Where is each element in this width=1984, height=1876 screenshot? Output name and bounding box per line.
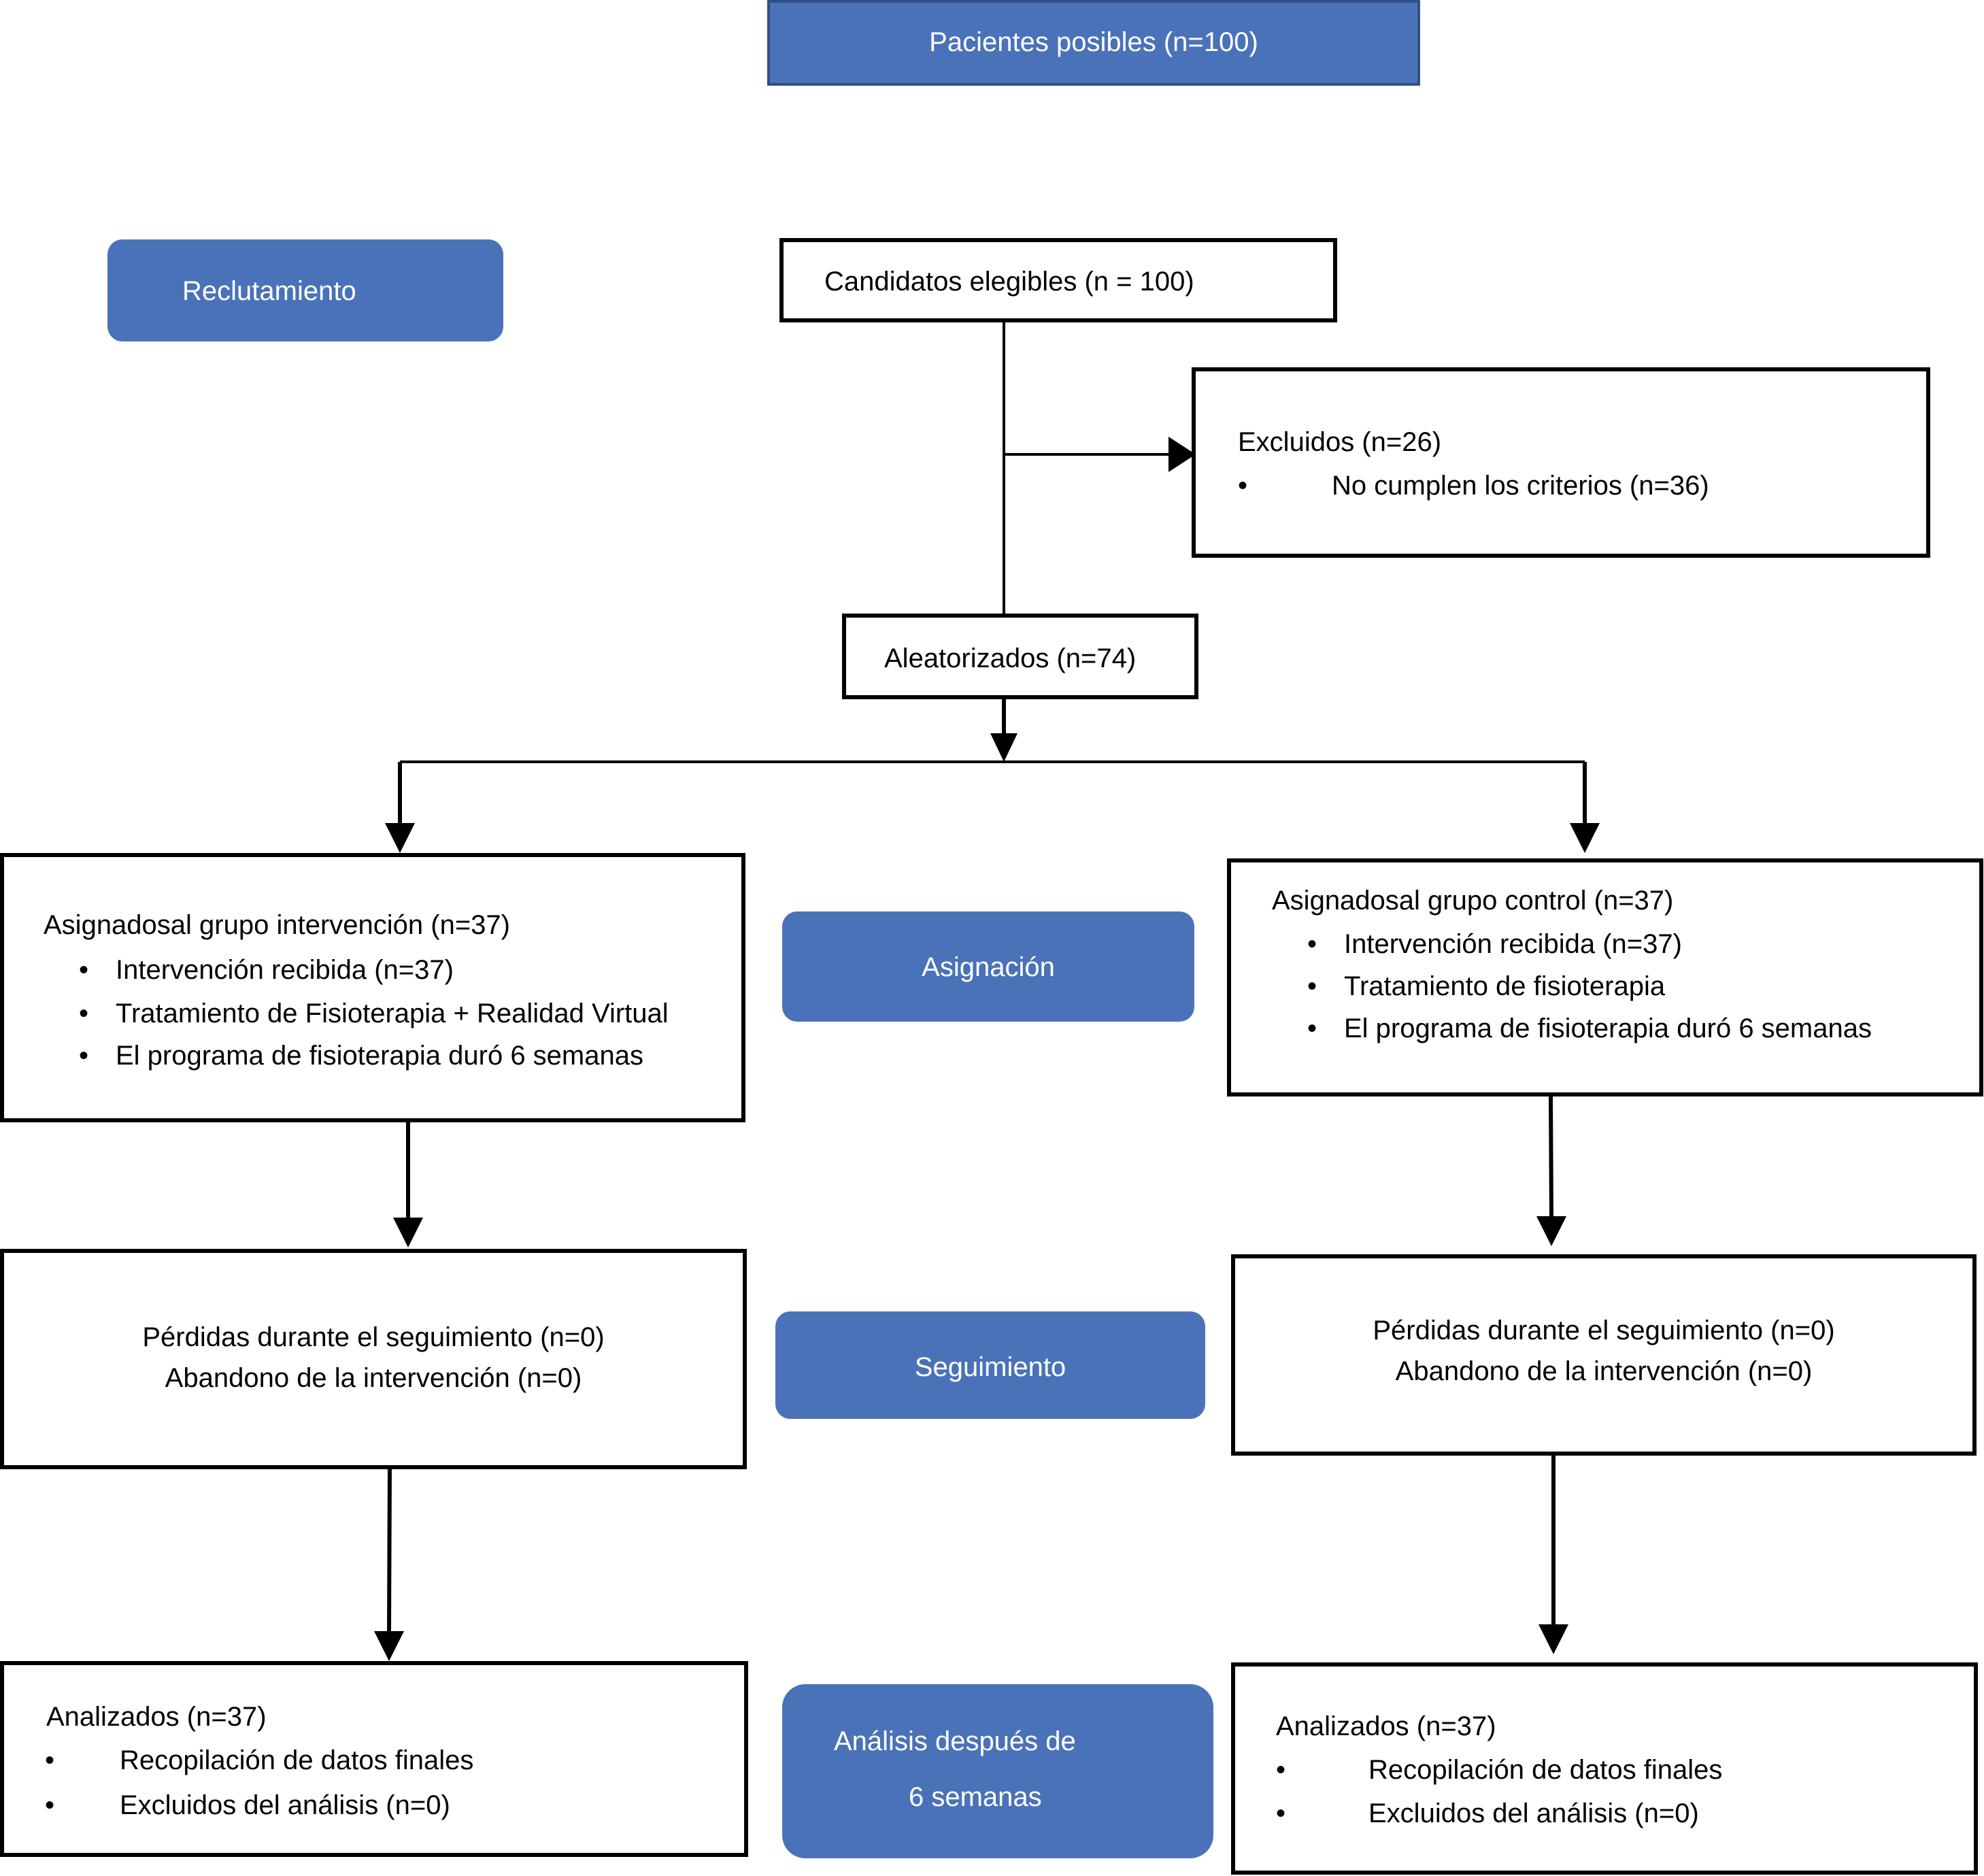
stage-seguimiento: Seguimiento [775, 1311, 1205, 1419]
intervencion-item-2: Tratamiento de Fisioterapia + Realidad V… [116, 999, 669, 1028]
box-seguimiento-control: Pérdidas durante el seguimiento (n=0) Ab… [1231, 1254, 1977, 1456]
stage-analisis-label-line1: Análisis después de [834, 1726, 1076, 1756]
arrowhead-excluidos [1168, 437, 1196, 472]
analizados-left-title: Analizados (n=37) [46, 1702, 267, 1732]
analizados-left-bullet-1: • [45, 1745, 55, 1775]
analizados-right-bullet-1: • [1276, 1755, 1286, 1785]
box-seguimiento-intervencion: Pérdidas durante el seguimiento (n=0) Ab… [0, 1249, 747, 1469]
analizados-left-bullet-2: • [45, 1790, 55, 1820]
box-grupo-intervencion: Asignadosal grupo intervención (n=37) • … [0, 853, 745, 1122]
intervencion-bullet-3: • [79, 1041, 89, 1071]
arrowhead-control [1570, 823, 1600, 853]
control-item-2: Tratamiento de fisioterapia [1344, 971, 1666, 1001]
seguimiento-left-line2: Abandono de la intervención (n=0) [165, 1363, 582, 1393]
intervencion-item-1: Intervención recibida (n=37) [116, 955, 454, 985]
analizados-left-item-1: Recopilación de datos finales [120, 1745, 474, 1775]
arrowhead-analizados-right [1539, 1624, 1568, 1654]
candidatos-label: Candidatos elegibles (n = 100) [824, 267, 1194, 297]
seguimiento-right-line2: Abandono de la intervención (n=0) [1395, 1356, 1813, 1386]
analizados-right-bullet-2: • [1276, 1798, 1286, 1828]
stage-analisis: Análisis después de 6 semanas [782, 1684, 1213, 1858]
box-analizados-intervencion: Analizados (n=37) • Recopilación de dato… [0, 1661, 748, 1857]
arrowhead-split [990, 733, 1018, 762]
control-title: Asignadosal grupo control (n=37) [1272, 886, 1674, 916]
stage-asignacion-label: Asignación [922, 952, 1055, 982]
seguimiento-right-line1: Pérdidas durante el seguimiento (n=0) [1373, 1316, 1835, 1345]
seguimiento-left-line1: Pérdidas durante el seguimiento (n=0) [142, 1322, 605, 1352]
analizados-right-item-1: Recopilación de datos finales [1368, 1755, 1723, 1785]
control-bullet-1: • [1307, 929, 1317, 959]
control-item-1: Intervención recibida (n=37) [1344, 929, 1682, 959]
arrowhead-seguimiento-left [393, 1218, 423, 1247]
intervencion-title: Asignadosal grupo intervención (n=37) [44, 910, 510, 940]
arrowhead-seguimiento-right [1536, 1216, 1566, 1246]
analizados-left-item-2: Excluidos del análisis (n=0) [120, 1790, 450, 1820]
stage-pacientes-label: Pacientes posibles (n=100) [929, 27, 1258, 57]
analizados-right-title: Analizados (n=37) [1276, 1711, 1496, 1741]
analizados-right-item-2: Excluidos del análisis (n=0) [1368, 1798, 1699, 1828]
box-excluidos: Excluidos (n=26) • No cumplen los criter… [1192, 367, 1930, 558]
box-analizados-control: Analizados (n=37) • Recopilación de dato… [1231, 1662, 1978, 1875]
stage-reclutamiento-label: Reclutamiento [182, 276, 356, 306]
stage-seguimiento-label: Seguimiento [914, 1352, 1066, 1382]
control-item-3: El programa de fisioterapia duró 6 seman… [1344, 1014, 1872, 1043]
intervencion-bullet-1: • [79, 955, 89, 985]
connector-seg-left-analizados [387, 1467, 392, 1633]
stage-pacientes-posibles: Pacientes posibles (n=100) [767, 0, 1420, 86]
intervencion-bullet-2: • [79, 999, 89, 1028]
control-bullet-2: • [1307, 971, 1317, 1001]
stage-analisis-label-line2: 6 semanas [909, 1782, 1042, 1812]
box-aleatorizados: Aleatorizados (n=74) [842, 614, 1198, 699]
box-grupo-control: Asignadosal grupo control (n=37) • Inter… [1227, 858, 1983, 1096]
stage-asignacion: Asignación [782, 911, 1194, 1022]
excluidos-bullet: • [1238, 471, 1248, 501]
control-bullet-3: • [1307, 1014, 1317, 1043]
aleatorizados-label: Aleatorizados (n=74) [884, 643, 1137, 673]
arrowhead-analizados-left [374, 1631, 404, 1661]
excluidos-title: Excluidos (n=26) [1238, 427, 1442, 457]
stage-reclutamiento: Reclutamiento [107, 239, 503, 341]
arrowhead-intervencion [385, 823, 415, 853]
excluidos-item: No cumplen los criterios (n=36) [1332, 471, 1709, 501]
box-candidatos-elegibles: Candidatos elegibles (n = 100) [779, 238, 1337, 322]
intervencion-item-3: El programa de fisioterapia duró 6 seman… [116, 1041, 643, 1071]
